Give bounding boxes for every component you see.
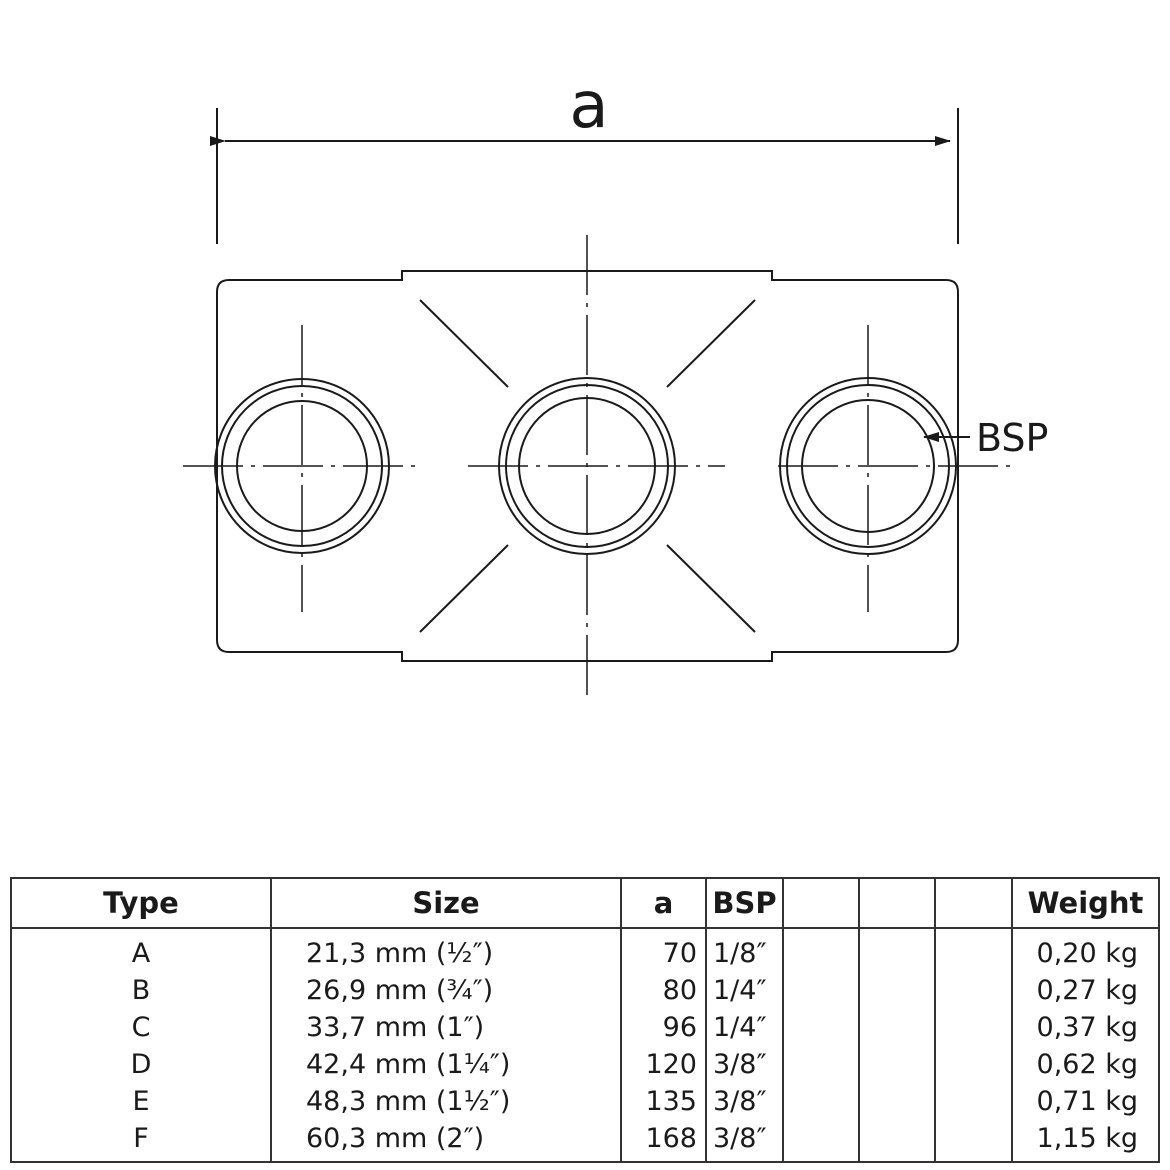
cell-a: 135	[645, 1086, 697, 1117]
cell-weight: 0,62 kg	[1036, 1049, 1138, 1080]
cell-bsp: 1/4″	[713, 1012, 767, 1043]
header-blank	[858, 878, 935, 929]
cell-type: B	[131, 975, 151, 1006]
cell-a: 70	[662, 938, 697, 969]
column-a: 70 80 96 120 135 168	[620, 928, 706, 1162]
header-size: Size	[270, 878, 621, 929]
column-blank	[934, 928, 1012, 1162]
cell-a: 96	[662, 1012, 697, 1043]
cell-type: C	[131, 1012, 151, 1043]
column-bsp: 1/8″ 1/4″ 1/4″ 3/8″ 3/8″ 3/8″	[705, 928, 783, 1162]
header-a: a	[620, 878, 706, 929]
cell-a: 120	[645, 1049, 697, 1080]
cell-a: 168	[645, 1123, 697, 1154]
cell-weight: 0,27 kg	[1036, 975, 1138, 1006]
cell-size: 21,3 mm (½″)	[306, 938, 494, 969]
column-weight: 0,20 kg 0,27 kg 0,37 kg 0,62 kg 0,71 kg 1,15 …	[1011, 928, 1159, 1162]
cell-size: 26,9 mm (¾″)	[306, 975, 494, 1006]
technical-drawing: a BSP	[183, 69, 1048, 697]
cell-weight: 0,71 kg	[1036, 1086, 1138, 1117]
cell-size: 33,7 mm (1″)	[306, 1012, 485, 1043]
cell-type: E	[132, 1086, 150, 1117]
header-bsp: BSP	[705, 878, 783, 929]
column-size: 21,3 mm (½″) 26,9 mm (¾″) 33,7 mm (1″) 42,4…	[270, 928, 621, 1162]
dimension-label: a	[569, 69, 608, 143]
cell-bsp: 3/8″	[713, 1123, 767, 1154]
bsp-label: BSP	[976, 416, 1048, 460]
cell-bsp: 3/8″	[713, 1049, 767, 1080]
cell-bsp: 1/4″	[713, 975, 767, 1006]
fitting-ribs	[419, 299, 756, 633]
cell-weight: 0,20 kg	[1036, 938, 1138, 969]
cell-size: 42,4 mm (1¼″)	[306, 1049, 511, 1080]
header-blank	[782, 878, 859, 929]
cell-type: A	[131, 938, 151, 969]
cell-type: D	[130, 1049, 152, 1080]
cell-a: 80	[662, 975, 697, 1006]
header-weight: Weight	[1011, 878, 1159, 929]
dimension-a	[210, 108, 959, 244]
header-blank	[934, 878, 1012, 929]
cell-weight: 0,37 kg	[1036, 1012, 1138, 1043]
cell-bsp: 1/8″	[713, 938, 767, 969]
cell-weight: 1,15 kg	[1036, 1123, 1138, 1154]
cell-size: 60,3 mm (2″)	[306, 1123, 485, 1154]
table-header-row: Type Size a BSP Weight	[11, 878, 1159, 929]
header-type: Type	[11, 878, 271, 929]
column-blank	[858, 928, 935, 1162]
column-blank	[782, 928, 859, 1162]
cell-type: F	[133, 1123, 149, 1154]
center-lines	[183, 235, 1012, 697]
cell-size: 48,3 mm (1½″)	[306, 1086, 511, 1117]
fitting-outline	[216, 270, 959, 662]
cell-bsp: 3/8″	[713, 1086, 767, 1117]
